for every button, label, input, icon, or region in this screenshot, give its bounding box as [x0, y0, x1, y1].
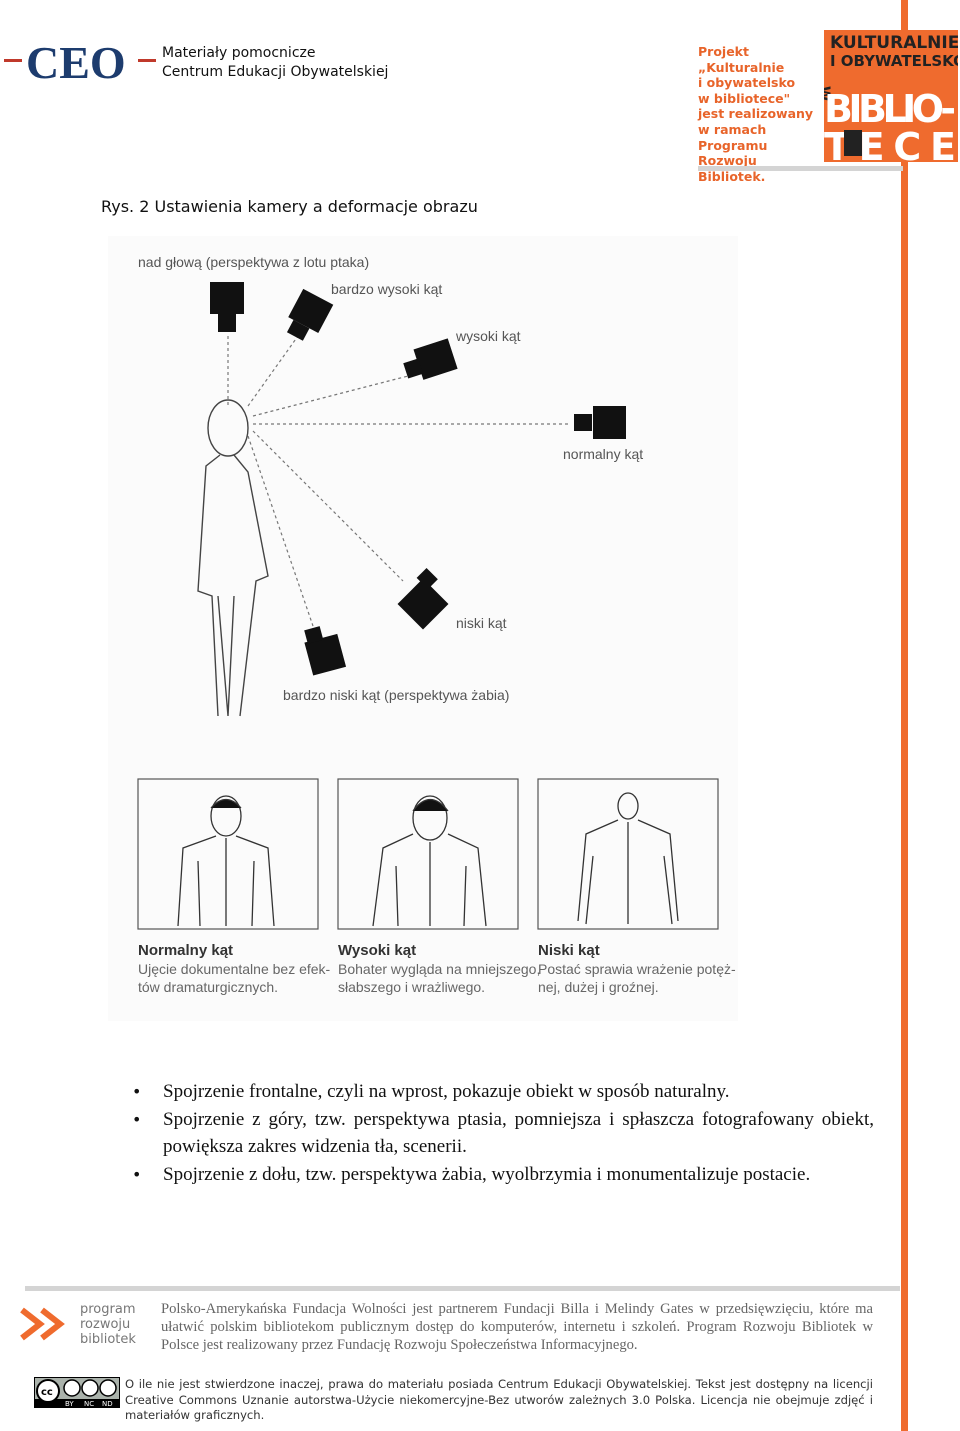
- label-very-low: bardzo niski kąt (perspektywa żabia): [283, 687, 509, 703]
- bullet-item: Spojrzenie z góry, tzw. perspektywa ptas…: [126, 1106, 874, 1161]
- panel-high-title: Wysoki kąt: [338, 942, 416, 959]
- panel-normal-line1: Ujęcie dokumentalne bez efek-: [138, 961, 331, 977]
- panel-normal-line2: tów dramaturgicznych.: [138, 979, 278, 995]
- label-normal: normalny kąt: [563, 446, 643, 462]
- partner-text: Polsko-Amerykańska Fundacja Wolności jes…: [161, 1300, 873, 1354]
- kult-line2: I OBYWATELSKO: [830, 52, 958, 70]
- footer-rule: [25, 1286, 900, 1291]
- svg-text:program: program: [80, 1302, 136, 1317]
- project-line: i obywatelsko: [698, 75, 818, 91]
- creative-commons-badge: cc BY NC ND: [34, 1377, 120, 1408]
- svg-text:NC: NC: [84, 1400, 94, 1408]
- label-very-high: bardzo wysoki kąt: [331, 281, 442, 297]
- panel-high-line1: Bohater wygląda na mniejszego,: [338, 961, 540, 977]
- label-overhead: nad głową (perspektywa z lotu ptaka): [138, 254, 369, 270]
- project-line: w ramach: [698, 122, 818, 138]
- bullet-item: Spojrzenie frontalne, czyli na wprost, p…: [126, 1078, 874, 1106]
- project-text: Projekt „Kulturalnie i obywatelsko w bib…: [698, 44, 818, 184]
- header-text: Materiały pomocnicze Centrum Edukacji Ob…: [162, 44, 388, 82]
- header-line2: Centrum Edukacji Obywatelskiej: [162, 63, 388, 82]
- camera-angles-figure: nad głową (perspektywa z lotu ptaka) bar…: [108, 236, 738, 1021]
- svg-text:rozwoju: rozwoju: [80, 1317, 130, 1332]
- program-rozwoju-bibliotek-logo: program rozwoju bibliotek: [18, 1298, 148, 1353]
- panel-low-line1: Postać sprawia wrażenie potęż-: [538, 961, 736, 977]
- panel-normal-title: Normalny kąt: [138, 942, 233, 959]
- ceo-logo-text: CEO: [26, 37, 126, 86]
- bullet-item: Spojrzenie z dołu, tzw. perspektywa żabi…: [126, 1161, 874, 1189]
- svg-text:BY: BY: [65, 1400, 74, 1408]
- project-line: w bibliotece": [698, 91, 818, 107]
- license-text: O ile nie jest stwierdzone inaczej, praw…: [125, 1377, 873, 1424]
- project-line: jest realizowany: [698, 106, 818, 122]
- label-high: wysoki kąt: [455, 328, 521, 344]
- figure-caption: Rys. 2 Ustawienia kamery a deformacje ob…: [101, 197, 478, 216]
- svg-text:ND: ND: [102, 1400, 113, 1408]
- header-line1: Materiały pomocnicze: [162, 44, 388, 63]
- svg-text:cc: cc: [41, 1387, 53, 1398]
- bullet-list: Spojrzenie frontalne, czyli na wprost, p…: [126, 1078, 874, 1188]
- kult-line1: KULTURALNIE: [830, 33, 958, 53]
- ceo-logo: CEO: [4, 36, 156, 86]
- label-low: niski kąt: [456, 615, 507, 631]
- header-rule: [698, 166, 903, 171]
- panel-high-line2: słabszego i wrażliwego.: [338, 979, 485, 995]
- svg-text:bibliotek: bibliotek: [80, 1332, 136, 1347]
- project-line: Programu: [698, 138, 818, 154]
- orange-side-bar: [901, 0, 908, 1431]
- kulturalnie-logo: KULTURALNIE I OBYWATELSKO W BIBLIO- TECE: [824, 30, 958, 162]
- panel-low-title: Niski kąt: [538, 942, 600, 959]
- panel-low-line2: nej, dużej i groźnej.: [538, 979, 659, 995]
- project-line: Projekt „Kulturalnie: [698, 44, 818, 75]
